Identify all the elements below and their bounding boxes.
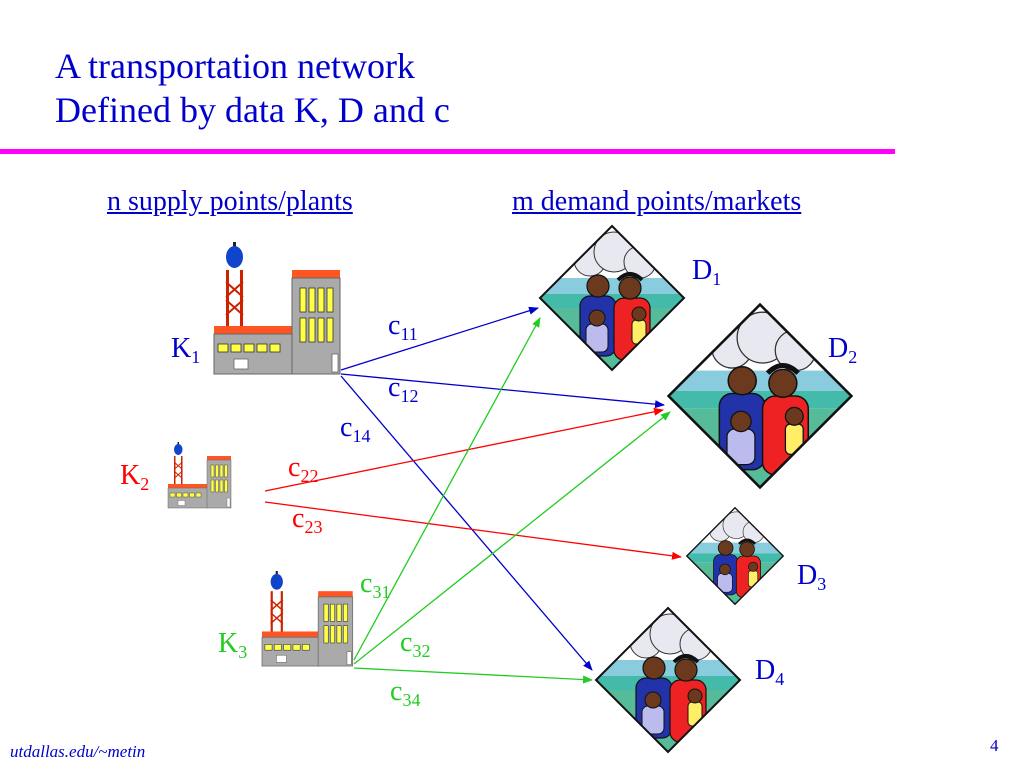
arc-k2-d3 — [264, 501, 682, 560]
arc-label-c23: c23 — [292, 503, 323, 537]
arc-k3-d1 — [353, 317, 541, 661]
arc-label-c11: c11 — [388, 310, 418, 344]
arc-label-c32: c32 — [400, 627, 431, 661]
node-label-k3: K3 — [218, 628, 248, 662]
arcs-from-k2 — [264, 407, 682, 560]
plant-k1-icon — [213, 241, 341, 375]
plant-k2-icon — [167, 441, 232, 509]
page-number: 4 — [990, 736, 999, 755]
node-label-k2: K2 — [120, 460, 150, 494]
arc-k1-d1 — [340, 306, 539, 371]
node-label-d2: D2 — [828, 333, 858, 367]
arc-label-c34: c34 — [390, 676, 421, 710]
title-divider — [0, 149, 895, 154]
footer-source: utdallas.edu/~metin — [10, 742, 146, 761]
arc-k2-d2 — [264, 407, 664, 492]
arc-k3-d2 — [353, 411, 671, 665]
market-d4-icon — [596, 608, 740, 752]
arcs-from-k1 — [340, 306, 665, 671]
arc-label-c14: c14 — [340, 412, 371, 446]
plant-k3-icon — [261, 570, 354, 667]
arc-label-c22: c22 — [288, 452, 319, 486]
node-label-d4: D4 — [755, 655, 785, 689]
node-label-d3: D3 — [797, 560, 827, 594]
arc-k1-d4 — [340, 375, 593, 671]
arc-k1-d2 — [340, 373, 665, 409]
arc-label-c31: c31 — [360, 568, 391, 602]
market-d1-icon — [540, 226, 684, 370]
node-label-d1: D1 — [692, 255, 722, 289]
demand-heading: m demand points/markets — [512, 186, 802, 217]
market-d3-icon — [687, 508, 783, 604]
supply-heading: n supply points/plants — [107, 186, 353, 217]
arc-k3-d4 — [353, 667, 593, 684]
arcs-from-k3 — [353, 317, 671, 684]
market-d2-icon — [669, 305, 852, 488]
title-line-2: Defined by data K, D and c — [55, 90, 450, 130]
title-line-1: A transportation network — [55, 46, 415, 86]
slide-title: A transportation network Defined by data… — [55, 44, 450, 132]
arc-label-c12: c12 — [388, 372, 419, 406]
node-label-k1: K1 — [171, 333, 201, 367]
